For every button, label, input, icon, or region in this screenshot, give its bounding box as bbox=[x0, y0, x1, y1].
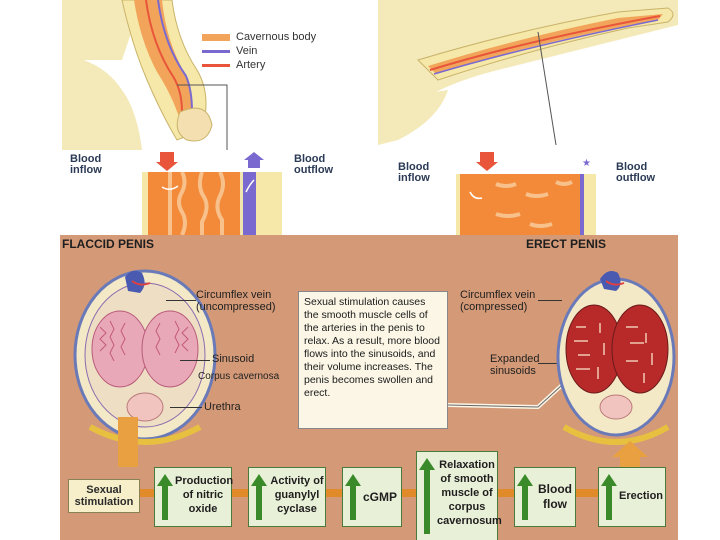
bottom-panel: FLACCID PENIS ERECT PENIS Circumflex vei… bbox=[60, 235, 678, 540]
outflow-arrowhead-left bbox=[244, 152, 264, 160]
blood-outflow-label-right: Blood outflow bbox=[616, 161, 656, 184]
legend-label-artery: Artery bbox=[236, 59, 266, 71]
description-text: Sexual stimulation causes the smooth mus… bbox=[304, 296, 440, 399]
flow-erection-stem bbox=[606, 486, 612, 520]
flow-relaxation-label: Relaxation of smooth muscle of corpus ca… bbox=[437, 459, 502, 527]
flow-blood-flow-arrow bbox=[517, 474, 533, 486]
circumflex-compressed-label: Circumflex vein (compressed) bbox=[460, 289, 536, 313]
inflow-arrowhead-left bbox=[156, 162, 178, 171]
flow-cgmp-arrow bbox=[345, 474, 361, 486]
flow-erection-arrow bbox=[601, 474, 617, 486]
blood-outflow-label-left: Blood outflow bbox=[294, 153, 334, 176]
legend-item-vein: Vein bbox=[202, 44, 316, 58]
flow-guanylyl-cyclase-label: Activity of guanylyl cyclase bbox=[270, 475, 324, 515]
flow-erection-label: Erection bbox=[619, 490, 664, 502]
pointer-urethra bbox=[170, 407, 202, 408]
flaccid-title: FLACCID PENIS bbox=[62, 237, 155, 251]
erect-title: ERECT PENIS bbox=[526, 237, 607, 251]
erect-penis-illustration bbox=[378, 0, 678, 145]
flow-nitric-oxide-label: Production of nitric oxide bbox=[175, 475, 234, 515]
legend-label-cavernous: Cavernous body bbox=[236, 31, 317, 43]
erect-tissue-section bbox=[456, 174, 596, 235]
flow-relaxation-box: Relaxation of smooth muscle of corpus ca… bbox=[416, 451, 502, 540]
flow-nitric-oxide-arrow bbox=[157, 474, 173, 486]
inflow-arrowhead-right bbox=[476, 162, 498, 171]
flaccid-tissue-section bbox=[142, 172, 282, 235]
inflow-arrow-left bbox=[160, 152, 174, 162]
connector-left-vertical bbox=[118, 417, 138, 467]
sinusoid-label: Sinusoid bbox=[212, 353, 255, 365]
top-left-panel: Cavernous body Vein Artery Blood inflow … bbox=[62, 0, 362, 235]
blood-inflow-label-right: Blood inflow bbox=[398, 161, 430, 184]
flow-sexual-stimulation: Sexual stimulation bbox=[68, 479, 140, 513]
flow-cgmp-label: cGMP bbox=[363, 490, 398, 504]
legend-swatch-vein bbox=[202, 49, 230, 53]
legend-swatch-cavernous bbox=[202, 33, 230, 41]
corpus-cavernosa-label: Corpus cavernosa bbox=[198, 371, 280, 382]
urethra-label: Urethra bbox=[204, 401, 241, 413]
flaccid-penis-illustration bbox=[62, 0, 228, 150]
flow-blood-flow-label: Blood flow bbox=[538, 482, 572, 511]
flow-guanylyl-cyclase-stem bbox=[256, 486, 262, 520]
pointer-circumflex-right bbox=[538, 300, 562, 301]
flow-blood-flow-box: Blood flow bbox=[514, 467, 576, 527]
legend-item-cavernous: Cavernous body bbox=[202, 30, 316, 44]
flow-nitric-oxide-box: Production of nitric oxide bbox=[154, 467, 234, 527]
description-box: Sexual stimulation causes the smooth mus… bbox=[298, 291, 448, 429]
legend-swatch-artery bbox=[202, 63, 230, 67]
flow-cgmp-box: cGMP bbox=[342, 467, 402, 527]
erect-cross-section bbox=[556, 271, 676, 445]
legend-item-artery: Artery bbox=[202, 58, 316, 72]
legend: Cavernous body Vein Artery bbox=[202, 30, 316, 72]
flow-relaxation-arrow bbox=[419, 458, 435, 470]
flow-erection-box: Erection bbox=[598, 467, 666, 527]
flaccid-cross-section bbox=[73, 269, 217, 445]
legend-label-vein: Vein bbox=[236, 45, 258, 57]
blood-inflow-label-left: Blood inflow bbox=[70, 153, 102, 176]
flow-nitric-oxide-stem bbox=[162, 486, 168, 520]
connector-right-vertical bbox=[620, 457, 640, 469]
expanded-sinusoids-label: Expanded sinusoids bbox=[490, 353, 540, 377]
inflow-arrow-right bbox=[480, 152, 494, 162]
flow-guanylyl-cyclase-box: Activity of guanylyl cyclase bbox=[248, 467, 326, 527]
pointer-sinusoid bbox=[180, 360, 210, 361]
outflow-marker-right: ★ bbox=[582, 158, 591, 169]
circumflex-uncompressed-label: Circumflex vein (uncompressed) bbox=[196, 289, 276, 313]
top-right-panel: Blood inflow Blood outflow ★ bbox=[378, 0, 678, 235]
outflow-arrow-left bbox=[248, 160, 260, 168]
flow-guanylyl-cyclase-arrow bbox=[251, 474, 267, 486]
connector-right-arrowhead bbox=[612, 441, 648, 457]
flow-blood-flow-stem bbox=[522, 486, 528, 520]
pointer-circumflex-left bbox=[166, 300, 196, 301]
flow-relaxation-stem bbox=[424, 470, 430, 534]
flow-cgmp-stem bbox=[350, 486, 356, 520]
pointer-expanded bbox=[538, 363, 568, 364]
